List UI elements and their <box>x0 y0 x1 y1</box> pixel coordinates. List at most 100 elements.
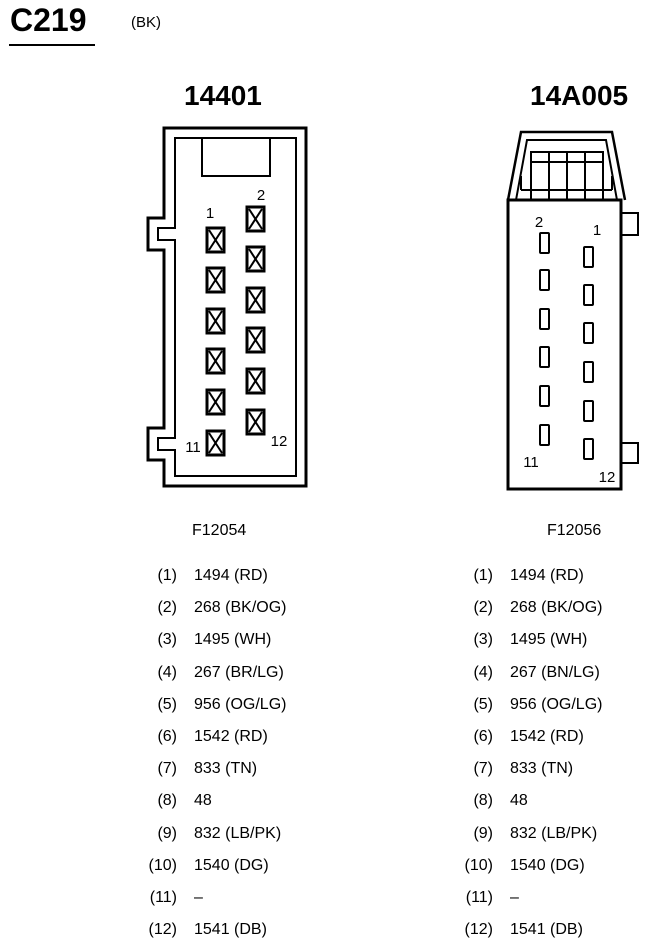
pin-cavity <box>205 266 226 294</box>
left-pin-row: (3) 1495 (WH) <box>0 631 650 653</box>
left-pin-wire: 268 (BK/OG) <box>194 599 287 617</box>
left-pin-cavities <box>205 205 266 457</box>
pin-cavity <box>583 400 594 422</box>
left-pin-row: (5) 956 (OG/LG) <box>0 696 650 718</box>
left-pin-row: (12) 1541 (DB) <box>0 921 650 943</box>
right-pin-wire: 832 (LB/PK) <box>510 824 598 842</box>
left-pin-number: (7) <box>157 760 177 778</box>
pin-cavity <box>245 245 266 273</box>
pin-cavity <box>583 284 594 306</box>
connector-id-underline <box>9 44 95 46</box>
right-pin-number: (8) <box>473 792 493 810</box>
left-pin-wire: 833 (TN) <box>194 760 258 778</box>
right-pin-label-2: 2 <box>535 214 543 231</box>
left-pin-wire: 48 <box>194 792 212 810</box>
right-pin-row: (5) 956 (OG/LG) <box>0 696 650 718</box>
left-pin-label-2: 2 <box>257 187 265 204</box>
right-pin-row: (7) 833 (TN) <box>0 760 650 782</box>
left-pin-number: (10) <box>148 856 177 874</box>
right-pin-wire: 1542 (RD) <box>510 728 584 745</box>
left-pin-row: (2) 268 (BK/OG) <box>0 599 650 621</box>
right-pin-number: (12) <box>464 921 493 939</box>
right-pin-number: (7) <box>473 760 493 778</box>
left-pin-row: (1) 1494 (RD) <box>0 567 650 589</box>
pin-cavity <box>539 385 550 407</box>
right-pin-number: (2) <box>473 599 493 617</box>
left-pin-row: (8) 48 <box>0 792 650 814</box>
pin-cavity <box>539 346 550 368</box>
left-pin-number: (11) <box>149 889 177 906</box>
pin-cavity <box>539 308 550 330</box>
pin-cavity <box>205 307 226 335</box>
right-pin-label-11: 11 <box>523 454 539 471</box>
right-part-number: 14A005 <box>530 80 629 111</box>
right-pin-row: (6) 1542 (RD) <box>0 728 650 750</box>
left-pin-label-1: 1 <box>206 205 214 222</box>
right-pin-number: (9) <box>473 824 493 842</box>
right-pin-row: (8) 48 <box>0 792 650 814</box>
left-pin-number: (6) <box>157 728 177 745</box>
left-part-number: 14401 <box>184 80 262 111</box>
right-pin-row: (12) 1541 (DB) <box>0 921 650 943</box>
left-pin-number: (12) <box>148 921 177 939</box>
right-pin-number: (3) <box>473 631 493 649</box>
right-pin-wire: – <box>510 889 519 906</box>
left-pin-number: (4) <box>157 663 177 681</box>
right-pin-row: (4) 267 (BN/LG) <box>0 664 650 686</box>
pin-cavity <box>245 326 266 354</box>
left-pin-row: (11)– <box>0 889 650 911</box>
right-pin-row: (9) 832 (LB/PK) <box>0 825 650 847</box>
left-pin-wire: 1541 (DB) <box>194 921 267 939</box>
pin-cavity <box>583 438 594 460</box>
left-pin-row: (6) 1542 (RD) <box>0 728 650 750</box>
left-pin-row: (7) 833 (TN) <box>0 760 650 782</box>
left-pin-number: (9) <box>157 824 177 842</box>
right-pin-number: (11) <box>465 889 493 906</box>
left-pin-row: (9) 832 (LB/PK) <box>0 825 650 847</box>
left-pin-row: (10) 1540 (DG) <box>0 857 650 879</box>
left-pin-number: (1) <box>157 567 177 584</box>
right-pin-row: (2) 268 (BK/OG) <box>0 599 650 621</box>
left-pin-wire: 267 (BR/LG) <box>194 663 284 681</box>
right-pin-row: (10) 1540 (DG) <box>0 857 650 879</box>
right-pin-number: (4) <box>473 663 493 681</box>
pin-cavity <box>245 286 266 314</box>
left-pin-wire: 1542 (RD) <box>194 728 268 745</box>
right-pin-wire: 268 (BK/OG) <box>510 599 603 617</box>
right-pin-cavities <box>539 232 594 460</box>
left-pin-wire: 956 (OG/LG) <box>194 695 287 713</box>
right-pin-wire: 833 (TN) <box>510 760 574 778</box>
pin-cavity <box>539 232 550 254</box>
right-pin-wire: 1541 (DB) <box>510 921 583 939</box>
right-pin-number: (1) <box>473 567 493 584</box>
left-pin-wire: – <box>194 889 203 906</box>
right-pin-row: (3) 1495 (WH) <box>0 631 650 653</box>
pin-cavity <box>205 429 226 457</box>
right-pin-wire: 1540 (DG) <box>510 856 585 874</box>
right-pin-number: (10) <box>464 856 493 874</box>
left-pin-number: (5) <box>157 695 177 713</box>
left-pin-row: (4) 267 (BR/LG) <box>0 664 650 686</box>
right-pin-label-12: 12 <box>599 469 616 486</box>
right-pin-wire: 1495 (WH) <box>510 631 588 649</box>
right-pin-wire: 1494 (RD) <box>510 567 584 584</box>
right-pin-number: (6) <box>473 728 493 745</box>
left-pin-wire: 1495 (WH) <box>194 631 272 649</box>
left-connector-face <box>146 126 308 488</box>
pin-cavity <box>245 367 266 395</box>
connector-color: (BK) <box>131 14 161 31</box>
left-pin-number: (3) <box>157 631 177 649</box>
left-pin-number: (2) <box>157 599 177 617</box>
pin-cavity <box>205 388 226 416</box>
right-pin-row: (11)– <box>0 889 650 911</box>
connector-id: C219 <box>10 2 87 38</box>
right-pin-wire: 267 (BN/LG) <box>510 663 600 681</box>
right-pin-wire: 956 (OG/LG) <box>510 695 603 713</box>
right-pin-label-1: 1 <box>593 222 601 239</box>
pin-cavity <box>245 205 266 233</box>
left-pin-label-12: 12 <box>271 433 288 450</box>
right-pin-number: (5) <box>473 695 493 713</box>
pin-cavity <box>583 246 594 268</box>
right-pin-row: (1) 1494 (RD) <box>0 567 650 589</box>
